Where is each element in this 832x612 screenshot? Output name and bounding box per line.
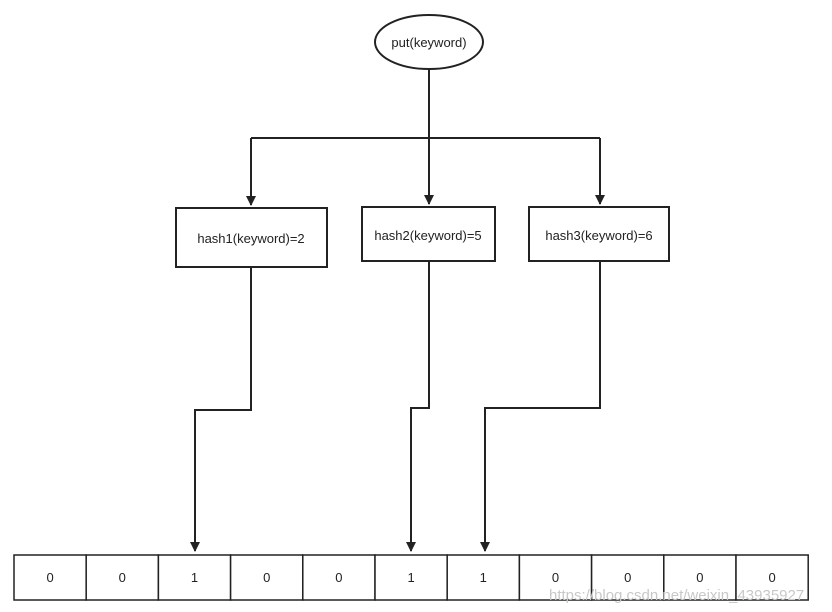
bit-cell-box (302, 554, 376, 601)
bit-cell: 1 (446, 554, 521, 601)
root-node: put(keyword) (374, 14, 484, 70)
bit-cell-box (85, 554, 160, 601)
bit-cell-box (157, 554, 232, 601)
arrow-hash1-to-bit (190, 267, 252, 552)
bit-cell-value: 0 (263, 570, 270, 585)
bit-cell: 0 (229, 554, 304, 601)
bit-cell-box (374, 554, 448, 601)
hash1-node: hash1(keyword)=2 (175, 207, 328, 268)
bit-cell-value: 0 (119, 570, 126, 585)
hash2-node: hash2(keyword)=5 (361, 206, 496, 262)
arrow-hash3-to-bit (480, 261, 601, 552)
bit-cell-box (518, 554, 593, 601)
hash-connectors (190, 261, 601, 552)
bit-cell: 0 (735, 554, 809, 601)
bit-cell: 0 (13, 554, 87, 601)
bit-cell: 0 (518, 554, 593, 601)
bit-cell-value: 1 (407, 570, 414, 585)
bit-cell-box (735, 554, 809, 601)
bit-cell-value: 0 (624, 570, 631, 585)
bit-cell: 0 (85, 554, 160, 601)
bit-cell-value: 0 (696, 570, 703, 585)
bit-cell-box (446, 554, 521, 601)
hash2-label: hash2(keyword)=5 (374, 228, 481, 243)
bit-cell-box (663, 554, 737, 601)
bit-cell-value: 1 (480, 570, 487, 585)
bit-cell-value: 0 (768, 570, 775, 585)
bit-cell-value: 1 (191, 570, 198, 585)
hash3-node: hash3(keyword)=6 (528, 206, 670, 262)
bit-cell-value: 0 (335, 570, 342, 585)
bit-cell-box (590, 554, 665, 601)
hash1-label: hash1(keyword)=2 (197, 231, 304, 246)
bit-cell: 1 (374, 554, 448, 601)
bit-cell-value: 0 (46, 570, 53, 585)
bit-cell-value: 0 (552, 570, 559, 585)
root-connectors (246, 69, 605, 206)
bit-cell: 0 (590, 554, 665, 601)
watermark: https://blog.csdn.net/weixin_43935927 (549, 587, 804, 604)
bit-cell: 1 (157, 554, 232, 601)
arrow-hash2-to-bit (406, 261, 430, 552)
root-label: put(keyword) (391, 35, 466, 50)
bit-cell-box (229, 554, 304, 601)
bit-cell: 0 (663, 554, 737, 601)
bit-array: 0 0 1 0 0 1 1 0 0 0 0 (13, 554, 809, 601)
bit-cell: 0 (302, 554, 376, 601)
hash3-label: hash3(keyword)=6 (545, 228, 652, 243)
